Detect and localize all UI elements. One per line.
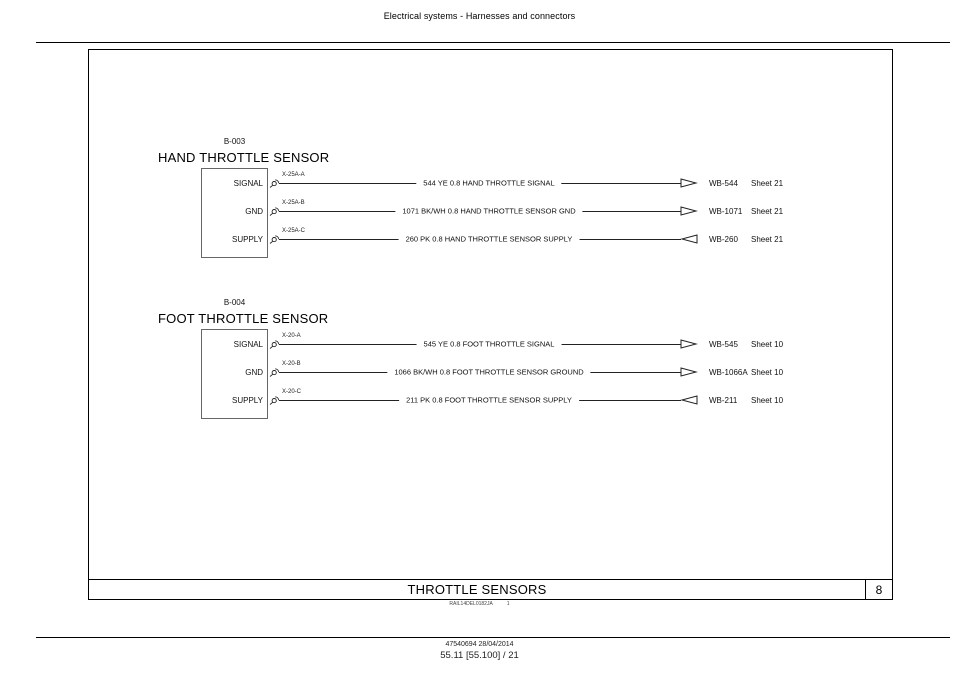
sheet-ref: Sheet 21 <box>751 206 784 216</box>
offpage-arrow-icon <box>680 234 698 244</box>
pin-label: SIGNAL <box>233 178 263 188</box>
pin-label: GND <box>245 367 263 377</box>
pin-label: SUPPLY <box>232 395 263 405</box>
connector-label: X-20-A <box>282 333 301 339</box>
wiring-diagram-frame: B-003 HAND THROTTLE SENSOR SIGNAL X-25A-… <box>88 49 893 600</box>
connector-pin-icon <box>269 366 281 378</box>
sheet-number: 8 <box>865 580 892 599</box>
sheet-ref: Sheet 10 <box>751 395 784 405</box>
component-name: HAND THROTTLE SENSOR <box>158 150 330 165</box>
component-outline <box>201 329 268 419</box>
connector-label: X-20-B <box>282 361 301 367</box>
sheet-ref: Sheet 21 <box>751 178 784 188</box>
sheet-ref: Sheet 10 <box>751 367 784 377</box>
wire-ref: WB-1071 <box>709 206 743 216</box>
offpage-arrow-icon <box>680 178 698 188</box>
section-page-ref: 55.11 [55.100] / 21 <box>440 650 519 661</box>
pin-label: SUPPLY <box>232 234 263 244</box>
document-number: 47540694 28/04/2014 <box>445 641 514 648</box>
wire-label: 544 YE 0.8 HAND THROTTLE SIGNAL <box>416 178 562 188</box>
header-divider <box>36 42 950 43</box>
offpage-arrow-icon <box>680 367 698 377</box>
component-name: FOOT THROTTLE SENSOR <box>158 311 329 326</box>
connector-pin-icon <box>269 394 281 406</box>
wire-label: 1066 BK/WH 0.8 FOOT THROTTLE SENSOR GROU… <box>387 367 591 377</box>
wire-ref: WB-544 <box>709 178 738 188</box>
connector-label: X-25A-C <box>282 228 306 234</box>
component-id: B-003 <box>223 137 246 146</box>
figure-code-line: RAIL14DEL0182JA 1 <box>0 601 959 607</box>
sheet-ref: Sheet 10 <box>751 339 784 349</box>
wire-label: 545 YE 0.8 FOOT THROTTLE SIGNAL <box>416 339 562 349</box>
wire-label: 1071 BK/WH 0.8 HAND THROTTLE SENSOR GND <box>395 206 583 216</box>
offpage-arrow-icon <box>680 339 698 349</box>
page-header: Electrical systems - Harnesses and conne… <box>383 11 576 21</box>
wire-ref: WB-260 <box>709 234 738 244</box>
connector-pin-icon <box>269 177 281 189</box>
wire-label: 260 PK 0.8 HAND THROTTLE SENSOR SUPPLY <box>398 234 580 244</box>
pin-label: SIGNAL <box>233 339 263 349</box>
connector-label: X-25A-B <box>282 200 305 206</box>
component-id: B-004 <box>223 298 246 307</box>
wire-ref: WB-545 <box>709 339 738 349</box>
diagram-title-bar: THROTTLE SENSORS 8 <box>89 579 892 599</box>
sheet-ref: Sheet 21 <box>751 234 784 244</box>
connector-pin-icon <box>269 205 281 217</box>
connector-label: X-20-C <box>282 389 302 395</box>
connector-pin-icon <box>269 233 281 245</box>
figure-index: 1 <box>506 601 510 607</box>
wire-label: 211 PK 0.8 FOOT THROTTLE SENSOR SUPPLY <box>399 395 579 405</box>
connector-pin-icon <box>269 338 281 350</box>
wire-ref: WB-1066A <box>709 367 748 377</box>
component-outline <box>201 168 268 258</box>
offpage-arrow-icon <box>680 395 698 405</box>
wire-ref: WB-211 <box>709 395 738 405</box>
pin-label: GND <box>245 206 263 216</box>
connector-label: X-25A-A <box>282 172 305 178</box>
figure-code: RAIL14DEL0182JA <box>449 601 493 607</box>
offpage-arrow-icon <box>680 206 698 216</box>
footer-divider <box>36 637 950 638</box>
diagram-title: THROTTLE SENSORS <box>407 582 547 597</box>
